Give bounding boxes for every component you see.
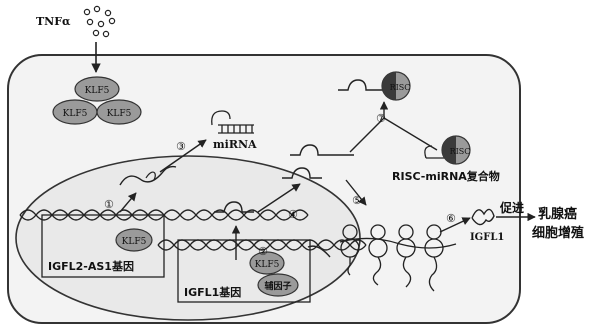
- svg-text:KLF5: KLF5: [85, 86, 110, 96]
- outcome-line2: 细胞增殖: [532, 225, 584, 241]
- step-4: ④: [288, 208, 298, 221]
- mrna-cytoplasm-a: [282, 167, 322, 179]
- klf5-bound-gene2: [249, 251, 285, 275]
- svg-text:辅因子: 辅因子: [264, 280, 291, 292]
- mrna-cytoplasm-b: [290, 144, 354, 156]
- step-2: ②: [258, 245, 268, 258]
- step-6: ⑥: [446, 212, 456, 225]
- tnf-molecules: [83, 5, 116, 38]
- arrow-step7: [349, 117, 385, 153]
- arrow-step5: [345, 179, 367, 206]
- arrow-step3: [159, 139, 207, 173]
- arrow-step4: [257, 183, 301, 213]
- step-3: ③: [176, 140, 186, 153]
- arrow-step6: [439, 217, 471, 233]
- mirna-label: miRNA: [213, 138, 257, 151]
- arrow-step1: [119, 192, 137, 213]
- svg-text:RISC: RISC: [390, 83, 411, 92]
- promote-label: 促进: [499, 200, 524, 215]
- svg-text:RISC: RISC: [450, 147, 471, 156]
- igfl1-label: IGFL1: [470, 232, 504, 243]
- lncrna-transcript: [119, 165, 177, 186]
- cofactor: [257, 273, 299, 297]
- svg-text:KLF5: KLF5: [63, 109, 88, 119]
- step-1: ①: [104, 198, 114, 211]
- svg-text:KLF5: KLF5: [255, 260, 280, 270]
- klf5-trimer: KLF5 KLF5 KLF5: [52, 76, 142, 125]
- svg-text:KLF5: KLF5: [122, 237, 147, 247]
- risc-complex-label: RISC-miRNA复合物: [392, 169, 500, 183]
- gene-box-igfl2-as1: [41, 214, 165, 278]
- mrna-transcript-nuclear: [214, 201, 254, 213]
- gene1-label: IGFL2-AS1基因: [48, 259, 134, 273]
- svg-text:KLF5: KLF5: [107, 109, 132, 119]
- tnf-label: TNFα: [36, 15, 71, 28]
- mirna: [211, 110, 254, 134]
- gene2-label: IGFL1基因: [184, 285, 241, 299]
- step-5: ⑤: [352, 194, 362, 207]
- step-7: ⑦: [376, 112, 386, 125]
- igfl1-protein: [471, 208, 495, 226]
- risc-bound-mrna: [338, 79, 396, 91]
- outcome-line1: 乳腺癌: [538, 206, 577, 222]
- gene-box-igfl1: [177, 239, 311, 303]
- polysome: [339, 224, 457, 292]
- klf5-bound-gene1: [115, 228, 153, 252]
